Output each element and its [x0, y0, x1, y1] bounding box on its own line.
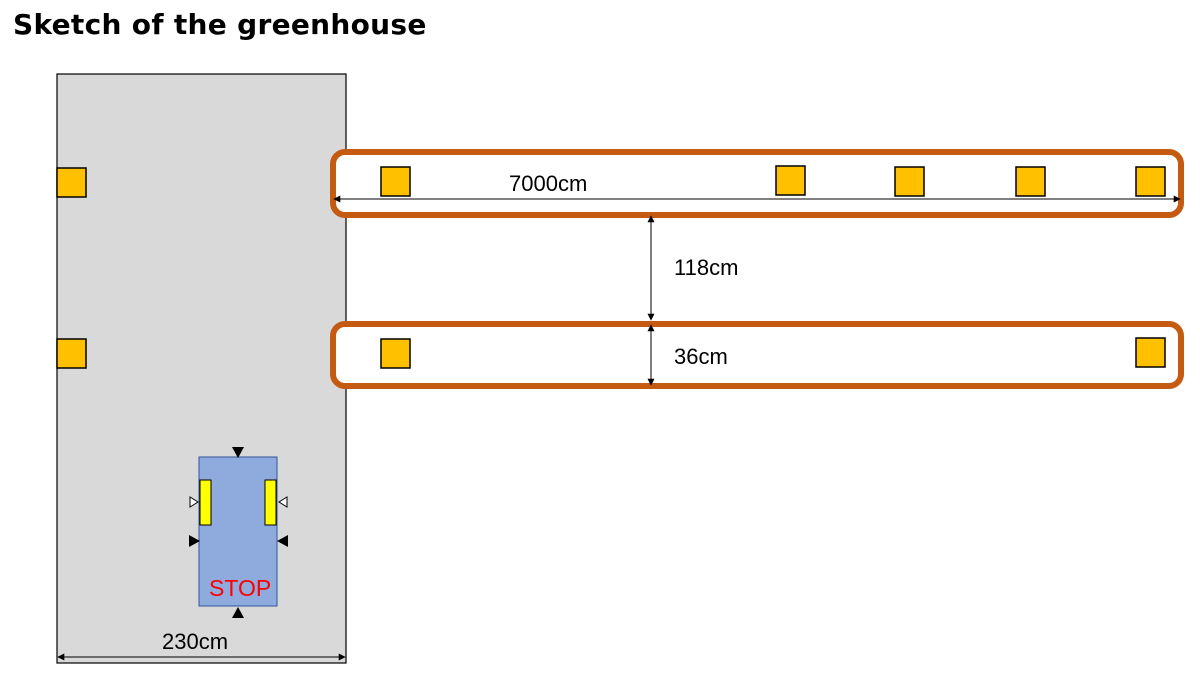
- page-title: Sketch of the greenhouse: [13, 8, 427, 41]
- plant-row-upper: [330, 149, 1184, 218]
- robot-vehicle: STOP: [189, 447, 288, 618]
- row-length-label: 7000cm: [509, 171, 587, 196]
- row-marker: [894, 166, 925, 197]
- aisle-marker-top: [56, 167, 87, 198]
- robot-body: [198, 456, 278, 607]
- triangle-outline-icon: [189, 496, 199, 508]
- row-marker: [1015, 166, 1046, 197]
- aisle-marker-bottom: [56, 338, 87, 369]
- robot-sensor-left: [199, 479, 212, 526]
- triangle-filled-icon: [232, 447, 244, 458]
- row-marker: [380, 166, 411, 197]
- row-marker: [1135, 166, 1166, 197]
- row-gap-label: 118cm: [674, 255, 738, 280]
- triangle-outline-icon: [278, 496, 288, 508]
- row-width-label: 36cm: [674, 344, 728, 369]
- triangle-filled-icon: [277, 535, 288, 547]
- aisle-width-label: 230cm: [162, 629, 228, 654]
- triangle-filled-icon: [232, 607, 244, 618]
- triangle-filled-icon: [189, 535, 200, 547]
- robot-status-label: STOP: [209, 575, 271, 601]
- row-marker: [1135, 337, 1166, 368]
- robot-sensor-right: [264, 479, 277, 526]
- plant-row-lower: [330, 321, 1184, 389]
- row-marker: [775, 165, 806, 196]
- row-marker: [380, 338, 411, 369]
